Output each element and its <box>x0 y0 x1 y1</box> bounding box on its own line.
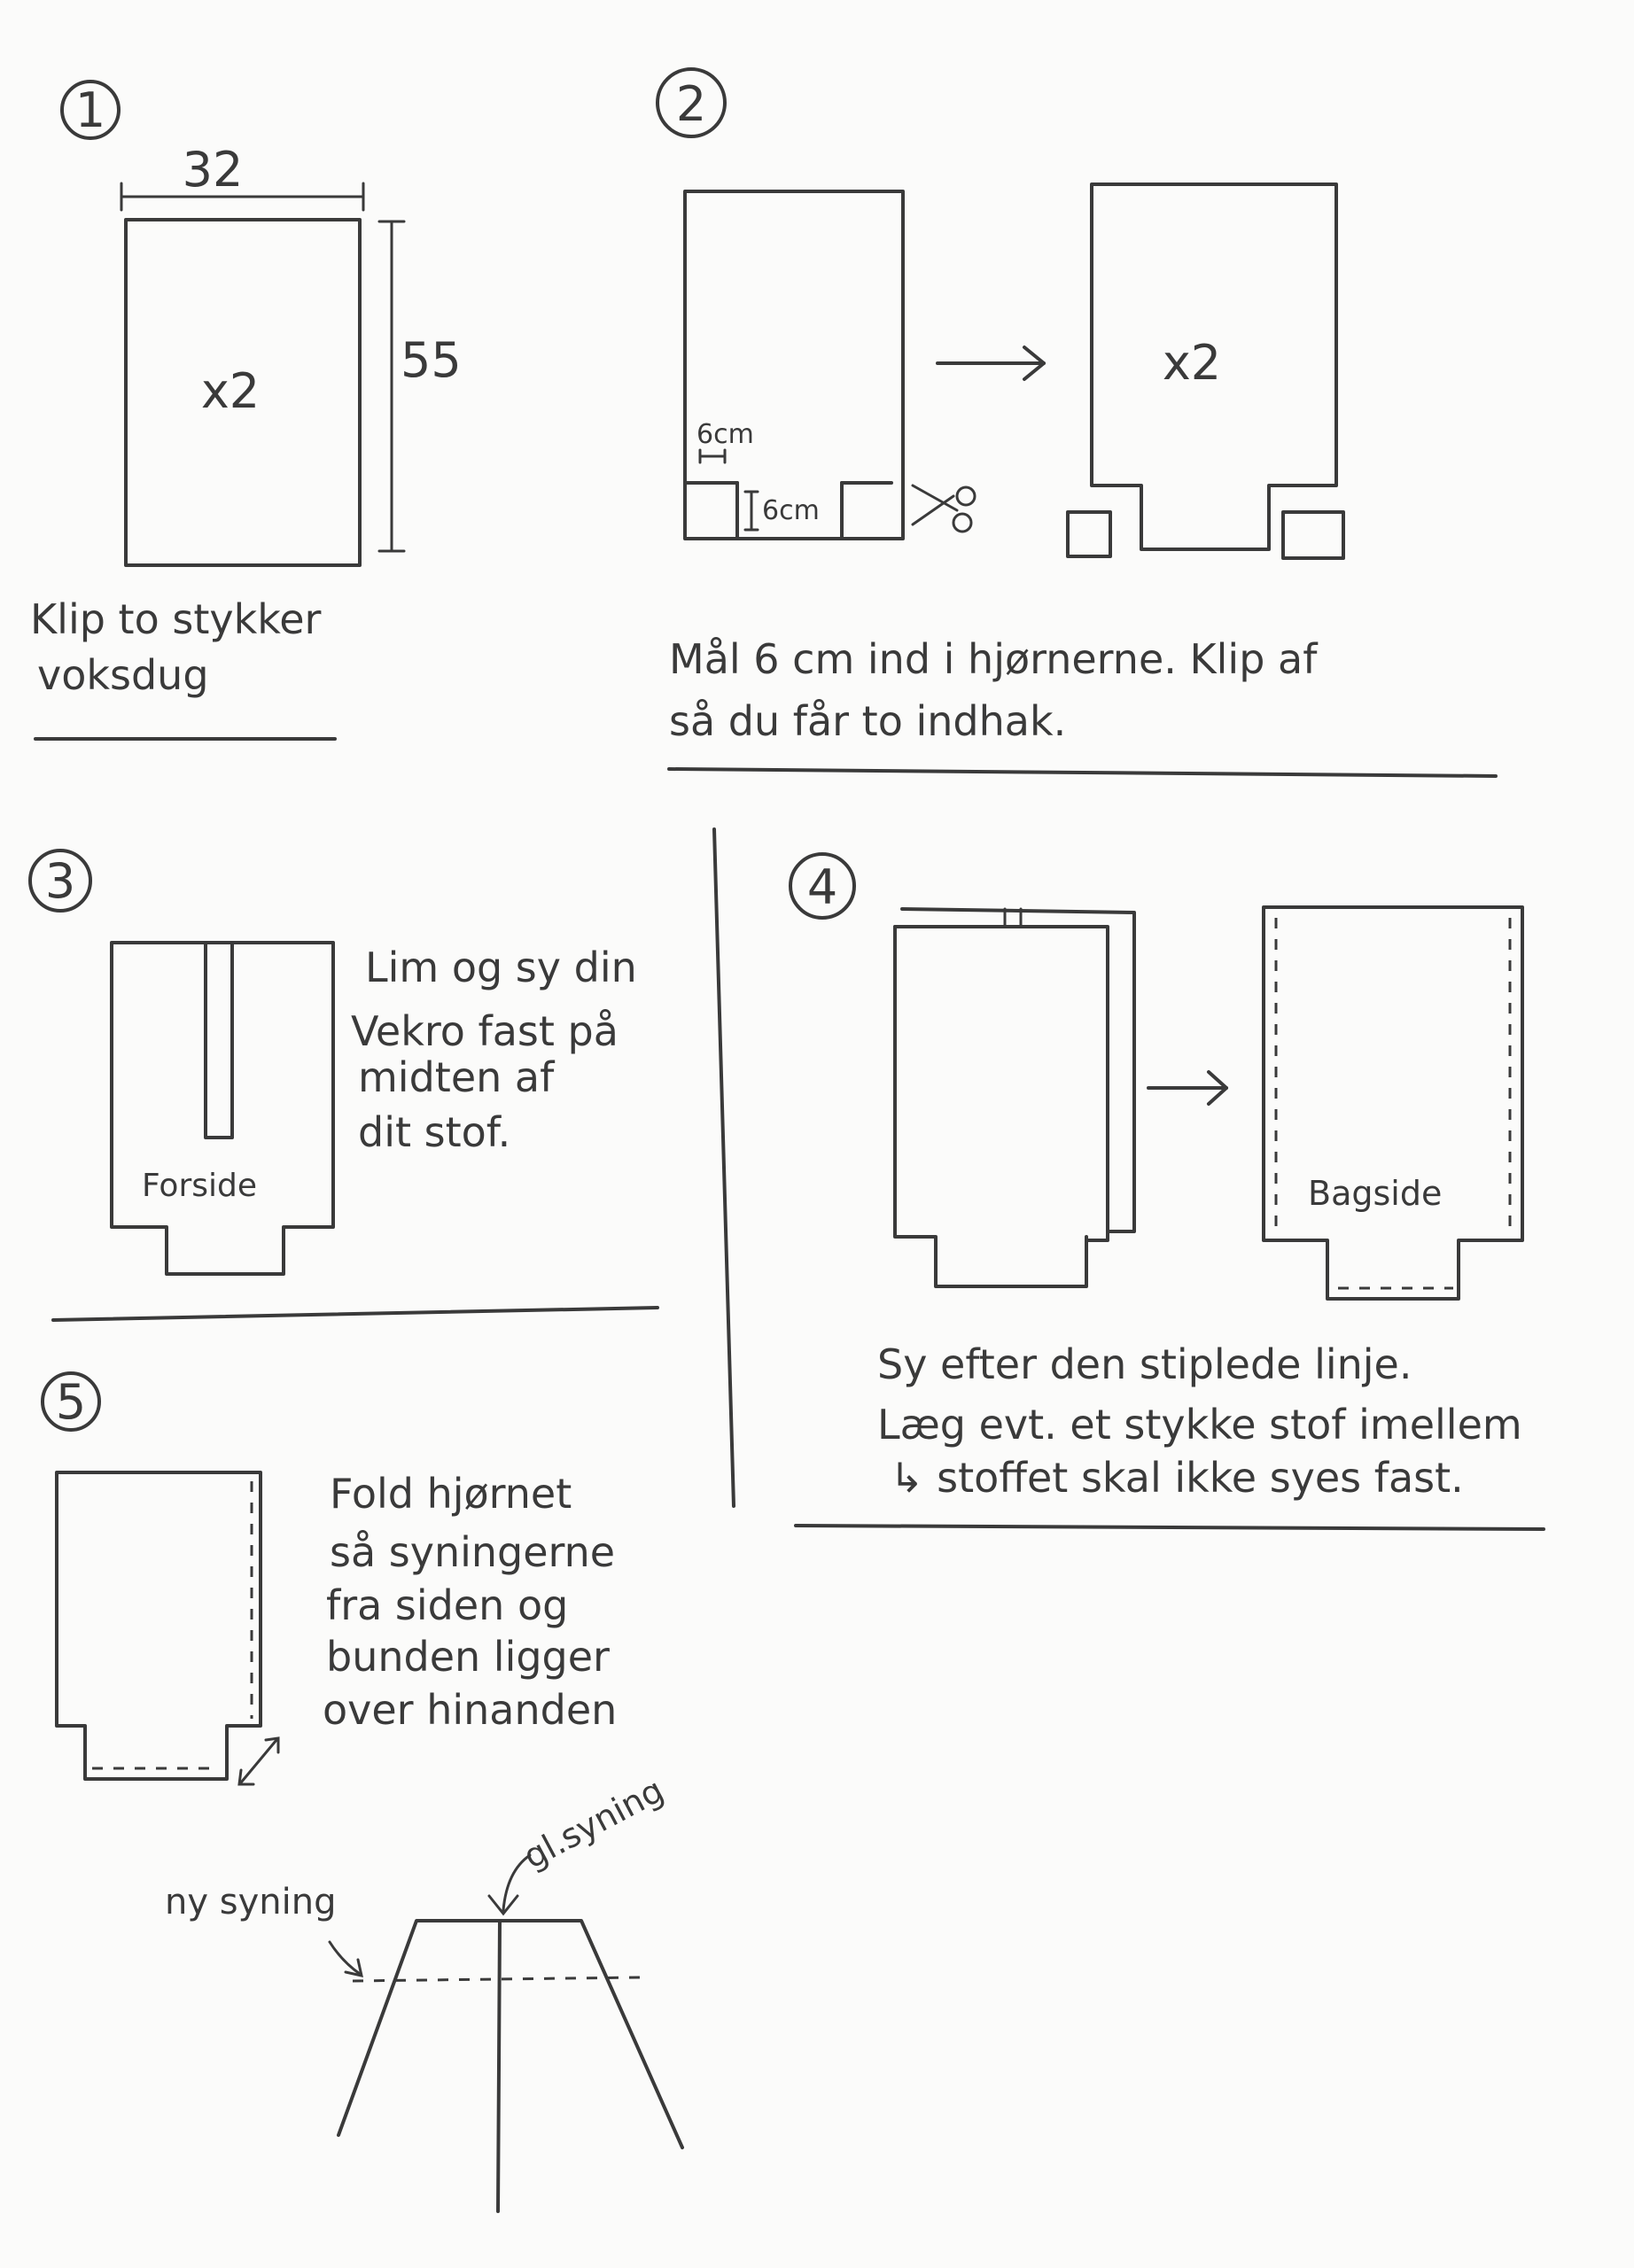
step-2-circle <box>656 67 727 138</box>
step-1: 1 32 x2 55 Klip to stykker voksdug <box>30 80 462 741</box>
step-3-number: 3 <box>45 853 75 909</box>
step-1-number: 1 <box>75 82 105 138</box>
step-4: 4 Bagside Sy efter den stiplede linje. L… <box>789 852 1545 1531</box>
back-layer <box>900 907 1136 1233</box>
step-1-caption-line-2: voksdug <box>37 651 209 699</box>
arrow-old-seam-icon <box>487 1853 532 1916</box>
step-4-caption-line-1: Sy efter den stiplede linje. <box>877 1340 1412 1388</box>
step-5-caption-line-5: over hinanden <box>323 1686 617 1734</box>
step-2: 2 6cm 6cm x2 Mål 6 cm ind i <box>656 67 1498 778</box>
divider <box>794 1524 1545 1531</box>
height-value: 55 <box>401 332 462 388</box>
arrow-right-icon <box>1147 1070 1228 1106</box>
count-label: x2 <box>201 363 260 419</box>
step-5-circle <box>41 1371 101 1432</box>
step-5-caption-line-4: bunden ligger <box>326 1633 610 1681</box>
back-label: Bagside <box>1308 1174 1442 1213</box>
step-4-caption-line-3: ↳ stoffet skal ikke syes fast. <box>890 1454 1464 1502</box>
step-3-caption-line-2: Vekro fast på <box>351 1007 619 1055</box>
stacked-panels <box>893 925 1088 1288</box>
folded-panel <box>55 1471 262 1781</box>
step-4-caption-line-2: Læg evt. et stykke stof imellem <box>877 1401 1522 1449</box>
divider <box>667 767 1498 778</box>
step-3-circle <box>28 849 92 913</box>
step-1-caption-line-1: Klip to stykker <box>30 595 322 643</box>
width-value: 32 <box>183 142 244 198</box>
cut-corner-left <box>1066 510 1112 558</box>
fold-arrow-icon <box>237 1736 280 1786</box>
old-seam-label: gl.syning <box>517 1770 670 1876</box>
new-seam-line <box>352 1976 641 1983</box>
step-2-caption-line-2: så du får to indhak. <box>669 697 1066 745</box>
corner-cross-section <box>337 1919 684 2149</box>
cut-corner-right <box>1281 510 1345 560</box>
step-5-number: 5 <box>56 1374 86 1430</box>
velcro-strip <box>204 941 234 1139</box>
fabric-before-cut <box>683 190 905 540</box>
new-seam-label: ny syning <box>165 1882 336 1922</box>
fabric-rectangle <box>124 218 362 567</box>
corner-width-label: 6cm <box>696 419 754 450</box>
step-5-caption-line-3: fra siden og <box>326 1581 568 1629</box>
divider <box>51 1306 659 1322</box>
step-5-caption-line-2: så syningerne <box>330 1528 615 1576</box>
step-1-circle <box>60 80 121 140</box>
old-seam-line <box>496 1919 502 2213</box>
arrow-new-seam-icon <box>328 1940 363 1977</box>
step-2-number: 2 <box>676 76 706 132</box>
step-5-caption-line-1: Fold hjørnet <box>330 1470 572 1518</box>
front-panel <box>110 941 335 1276</box>
back-panel <box>1262 905 1524 1301</box>
step-3-caption-line-3: midten af <box>358 1053 556 1101</box>
fabric-after-cut <box>1090 183 1338 551</box>
step-4-number: 4 <box>807 859 837 915</box>
arrow-right-icon <box>936 346 1046 381</box>
step-3-caption-line-4: dit stof. <box>358 1108 510 1156</box>
scissors-icon <box>911 484 977 533</box>
column-divider <box>712 827 735 1508</box>
step-2-caption-line-1: Mål 6 cm ind i hjørnerne. Klip af <box>669 635 1319 683</box>
count-label: x2 <box>1163 335 1221 391</box>
step-5: 5 Fold hjørnet så syningerne fra siden o… <box>41 1371 684 2213</box>
step-3: 3 Forside Lim og sy din Vekro fast på mi… <box>28 849 659 1322</box>
step-4-circle <box>789 852 856 920</box>
step-3-caption-line-1: Lim og sy din <box>365 944 637 991</box>
front-label: Forside <box>142 1168 257 1204</box>
corner-height-label: 6cm <box>762 495 820 526</box>
